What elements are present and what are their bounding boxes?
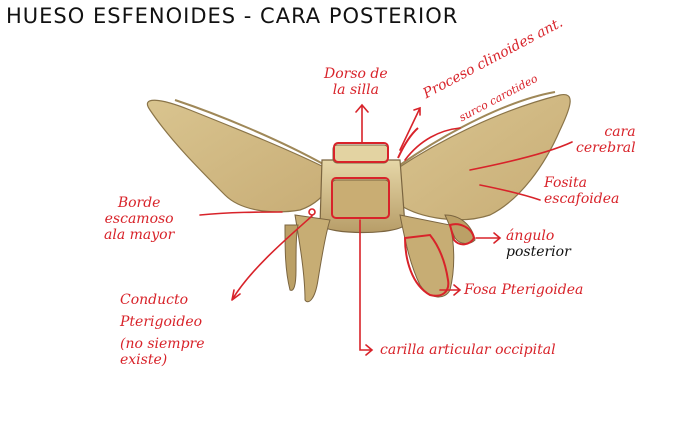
label-fosa: Fosa Pterigoidea xyxy=(464,282,584,298)
label-conducto: Conducto Pterigoideo (no siempre existe) xyxy=(120,292,205,368)
left-upper-edge xyxy=(174,99,326,166)
arrow-cara xyxy=(469,141,573,171)
articular-facet-shape xyxy=(331,179,390,219)
angle-outline xyxy=(448,223,476,246)
facet-outline xyxy=(331,177,390,219)
arrow-surco xyxy=(404,127,461,161)
dorsum-sellae-shape xyxy=(332,144,389,164)
page-title: HUESO ESFENOIDES - CARA POSTERIOR xyxy=(6,4,459,28)
fossa-outline xyxy=(403,233,450,297)
arrow-fosita xyxy=(479,184,541,201)
arrow-dorso xyxy=(355,103,369,143)
conduit-marker xyxy=(308,208,316,216)
arrow-carilla xyxy=(359,219,374,356)
arrow-angulo xyxy=(475,232,502,244)
right-upper-edge xyxy=(399,91,556,166)
right-pterygoid-lamina xyxy=(444,214,476,244)
arrow-fosa xyxy=(439,284,462,296)
right-pterygoid-process xyxy=(399,214,455,298)
left-greater-wing xyxy=(146,99,331,213)
left-pterygoid-process xyxy=(294,214,331,303)
left-pterygoid-lamina xyxy=(284,224,299,291)
arrow-borde xyxy=(199,211,283,216)
arrow-clinoides xyxy=(399,106,421,151)
label-carilla: carilla articular occipital xyxy=(380,342,556,358)
dorsum-outline xyxy=(333,142,389,163)
carotid-groove-outline xyxy=(397,127,419,159)
arrow-conducto xyxy=(231,215,313,301)
